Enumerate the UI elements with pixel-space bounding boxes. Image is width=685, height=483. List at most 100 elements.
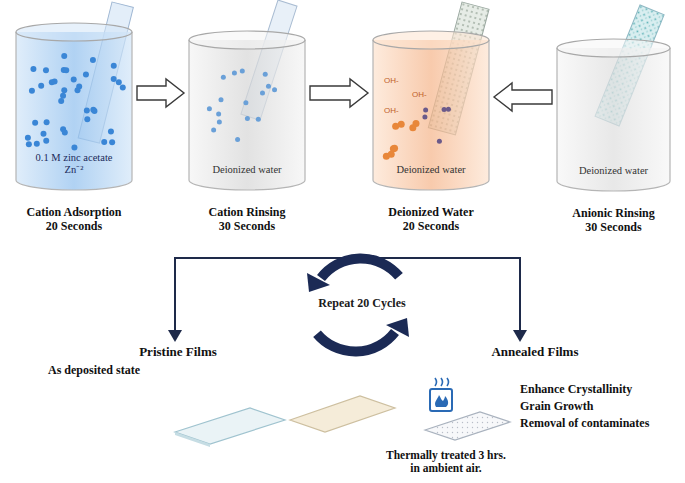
ion-dot (90, 57, 96, 63)
ion-dot (26, 141, 32, 147)
ion-dot (392, 123, 399, 130)
ion-dot (44, 119, 50, 125)
ion-dot (84, 107, 90, 113)
glass-slide (175, 432, 210, 447)
ion-dot (207, 106, 212, 111)
beaker-rim (557, 39, 670, 57)
ion-dot (61, 53, 67, 59)
ion-dot (83, 72, 89, 78)
beaker-body (373, 40, 489, 190)
solution-label: Deionized water (579, 165, 648, 177)
ion-dot (272, 87, 277, 92)
ion-dot (43, 138, 49, 144)
ion-dot (240, 68, 245, 73)
ion-dot (34, 141, 40, 147)
beaker-rim (16, 23, 132, 41)
ion-dot (221, 75, 226, 80)
cycle-arrow (317, 332, 395, 352)
process-arrow (310, 79, 368, 107)
ion-dot (211, 127, 216, 132)
beaker-rim (189, 31, 305, 49)
ion-dot (58, 98, 64, 104)
film-heading: Pristine Films (139, 345, 217, 360)
ion-dot (49, 79, 55, 85)
film-slide (425, 412, 510, 440)
ion-dot (40, 131, 46, 137)
beaker: 0.1 M zinc acetate Zn⁻²Cation Adsorption… (15, 22, 133, 192)
ion-dot (25, 135, 31, 141)
ion-dot (446, 107, 451, 112)
ion-dot (111, 63, 117, 69)
ion-dot (235, 137, 240, 142)
film-note: As deposited state (48, 364, 140, 378)
ion-dot (442, 107, 447, 112)
beaker-rim (373, 31, 489, 49)
ion-dot (61, 87, 67, 93)
solution-label: Deionized water (396, 164, 465, 176)
ion-dot (243, 100, 248, 105)
step-caption: Cation Rinsing 30 Seconds (206, 206, 288, 234)
ion-dot (29, 88, 35, 94)
ion-dot (409, 124, 416, 131)
beaker-body (16, 32, 132, 190)
ion-label: OH- (384, 76, 399, 85)
arrow-head (168, 330, 182, 342)
step-caption: Anionic Rinsing 30 Seconds (570, 207, 657, 235)
film-slide (290, 396, 395, 432)
ion-label: OH- (412, 90, 427, 99)
ion-dot (263, 72, 268, 77)
cycle-arrow-head (307, 273, 330, 292)
beaker-body (189, 40, 305, 190)
ion-dot (116, 79, 122, 85)
cycle-arrow-head (386, 318, 409, 337)
ion-dot (109, 139, 115, 145)
arrow-head (513, 330, 527, 342)
ion-dot (266, 84, 271, 89)
annealing-effect: Enhance Crystallinity (520, 383, 632, 397)
ion-dot (437, 139, 442, 144)
ion-dot (423, 107, 428, 112)
ion-dot (43, 67, 49, 73)
ion-dot (217, 119, 222, 124)
ion-dot (219, 97, 224, 102)
ion-dot (63, 67, 69, 73)
annealing-effect: Grain Growth (520, 400, 593, 414)
ion-dot (38, 83, 44, 89)
ion-dot (111, 76, 117, 82)
ion-dot (108, 128, 114, 134)
ion-dot (60, 93, 66, 99)
ion-dot (232, 71, 237, 76)
ion-dot (75, 87, 81, 93)
ion-dot (90, 107, 96, 113)
process-arrow (137, 79, 184, 107)
ion-dot (101, 139, 107, 145)
annealing-effect: Removal of contaminates (520, 417, 649, 431)
cycle-arrow (321, 258, 399, 278)
ion-dot (71, 144, 77, 150)
process-arrow (494, 83, 552, 111)
ion-dot (422, 114, 427, 119)
ion-label: OH- (384, 106, 399, 115)
cycle-label: Repeat 20 Cycles (318, 297, 405, 311)
ion-dot (84, 116, 90, 122)
step-caption: Deionized Water 20 Seconds (386, 206, 476, 234)
ion-dot (245, 116, 250, 121)
ion-dot (32, 120, 38, 126)
ion-dot (71, 76, 77, 82)
ion-dot (62, 130, 68, 136)
furnace-icon (430, 378, 452, 411)
ion-dot (388, 151, 395, 158)
ion-dot (391, 145, 398, 152)
bracket-line (175, 258, 520, 332)
annealing-note: Thermally treated 3 hrs. in ambient air. (384, 449, 508, 475)
beaker: Deionized waterAnionic Rinsing 30 Second… (556, 38, 671, 193)
ion-dot (256, 117, 261, 122)
ion-dot (120, 85, 126, 91)
solution-label: Deionized water (212, 164, 281, 176)
solution-label: 0.1 M zinc acetate Zn⁻² (34, 152, 115, 176)
beaker: Deionized waterCation Rinsing 30 Seconds (188, 30, 306, 192)
film-heading: Annealed Films (491, 345, 578, 360)
beaker-body (557, 48, 670, 191)
ion-dot (30, 66, 36, 72)
ion-dot (216, 112, 221, 117)
